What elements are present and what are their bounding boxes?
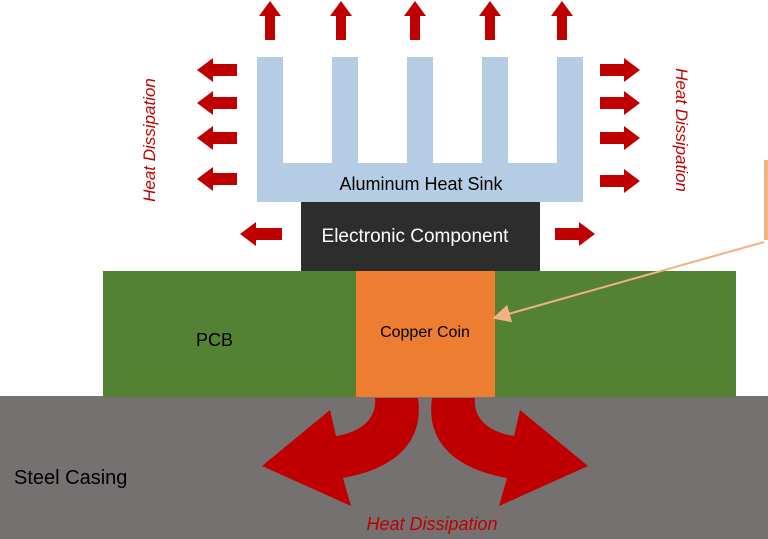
heat-sink-label: Aluminum Heat Sink xyxy=(339,174,503,194)
electronic-component xyxy=(301,202,540,271)
heat-arrows-left xyxy=(197,58,282,246)
heat-dissipation-label-bottom: Heat Dissipation xyxy=(366,514,497,534)
arrow-left-icon xyxy=(197,126,237,150)
arrow-up-icon xyxy=(551,1,573,40)
arrow-right-icon xyxy=(600,91,640,115)
heat-arrows-down xyxy=(262,398,588,506)
arrow-left-icon xyxy=(197,167,237,191)
pcb-label: PCB xyxy=(196,330,233,350)
curved-arrow-right-icon xyxy=(431,398,588,506)
arrow-up-icon xyxy=(259,1,281,40)
arrow-right-icon xyxy=(600,126,640,150)
arrow-right-icon xyxy=(555,222,595,246)
arrow-left-icon xyxy=(197,91,237,115)
arrow-left-icon xyxy=(197,58,237,82)
heat-arrows-up xyxy=(259,1,573,40)
arrow-right-icon xyxy=(600,169,640,193)
curved-arrow-left-icon xyxy=(262,398,419,506)
arrow-right-icon xyxy=(600,58,640,82)
arrow-up-icon xyxy=(404,1,426,40)
steel-casing-label: Steel Casing xyxy=(14,467,127,489)
copper-coin-label: Copper Coin xyxy=(380,324,470,341)
heat-dissipation-label-right: Heat Dissipation xyxy=(672,68,691,192)
arrow-up-icon xyxy=(330,1,352,40)
copper-coin xyxy=(356,271,495,397)
arrow-up-icon xyxy=(479,1,501,40)
heat-arrows-right xyxy=(555,58,640,246)
electronic-component-label: Electronic Component xyxy=(322,226,510,247)
arrow-left-icon xyxy=(240,222,282,246)
heat-sink xyxy=(257,57,583,202)
callout-edge xyxy=(764,160,768,240)
heat-dissipation-label-left: Heat Dissipation xyxy=(140,78,159,202)
callout-line xyxy=(492,241,765,323)
